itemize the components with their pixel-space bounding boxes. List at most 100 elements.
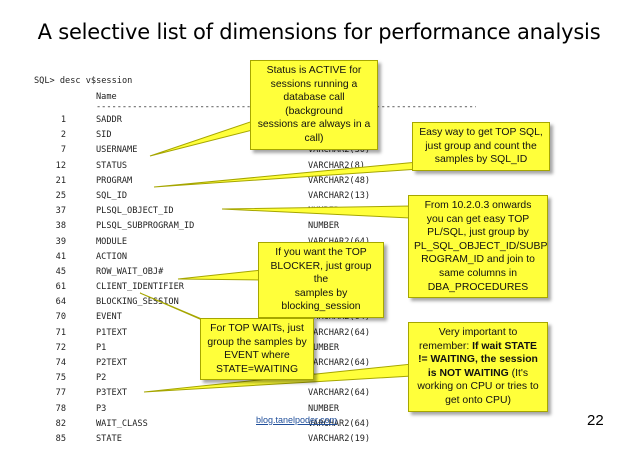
blocker-callout-line: samples by [294,287,348,299]
column-number: 37 [55,206,66,217]
column-name: STATE [96,433,122,444]
describe-row: 38 PLSQL_SUBPROGRAM_ID NUMBER [0,221,638,236]
state-callout-emphasis: If wait STATE [472,340,537,352]
column-type: VARCHAR2(64) [308,237,370,247]
status-callout-line: database call (background [283,92,345,117]
column-name: USERNAME [96,145,138,156]
column-type: VARCHAR2(64) [308,418,371,429]
state-callout-line: working on CPU or tries to [417,381,539,393]
column-number: 71 [55,327,66,338]
column-number: 2 [60,130,66,141]
column-type: NUMBER [308,221,340,232]
plsql-callout-line: From 10.2.0.3 onwards [424,200,532,211]
column-header-name: Name [96,92,117,102]
status-callout-line: call) [304,132,324,144]
sql-command: SQL> desc v$session [34,76,133,86]
state-callout-emphasis: is NOT WAITING [427,367,509,379]
state-callout-line: Very important to [438,327,518,338]
plsql-callout-line: same columns in [439,267,517,279]
column-name: PLSQL_OBJECT_ID [96,206,174,217]
blocker-callout-line: blocking_session [281,301,361,313]
plsql-callout: From 10.2.0.3 onwards you can get easy T… [408,195,548,299]
describe-row: 71 P1TEXT VARCHAR2(64) [0,328,638,343]
waits-callout-line: EVENT where [224,350,290,362]
state-callout-text: remember: [419,340,473,352]
status-callout-line: sessions running a [270,78,358,90]
column-type: VARCHAR2(64) [308,358,371,368]
column-name: ROW_WAIT_OBJ# [96,266,164,277]
column-name: MODULE [96,236,128,247]
column-number: 21 [55,175,66,186]
column-name: SADDR [96,115,122,125]
state-callout-emphasis: != WAITING, the session [418,354,538,366]
waits-callout-line: group the samples by [207,336,307,348]
column-number: 38 [55,221,66,232]
state-callout-line: get onto CPU) [445,394,511,406]
column-type: NUMBER [308,403,340,414]
column-name: STATUS [96,160,128,171]
column-number: 61 [55,282,66,293]
status-callout: Status is ACTIVE for sessions running a … [250,60,378,150]
sqlid-callout-line: samples by SQL_ID [434,154,528,166]
column-type: NUMBER [308,342,340,353]
column-name: BLOCKING_SESSION [96,297,179,308]
blocker-callout-line: If you want the TOP [275,247,367,258]
state-callout-text: (It's [508,367,529,379]
column-number: 78 [55,403,66,414]
footer-blog-link[interactable]: blog.tanelpoder.com [256,415,338,425]
column-number: 45 [55,266,66,277]
column-type: VARCHAR2(48) [308,175,371,186]
column-number: 74 [55,358,66,368]
column-name: P1TEXT [96,327,128,338]
waits-callout-line: STATE=WAITING [215,363,299,375]
column-name: P2 [96,373,107,384]
state-callout-line: remember: If wait STATE [414,340,542,354]
waits-callout-line: For TOP WAITs, just [210,323,304,334]
state-callout: Very important to remember: If wait STAT… [408,322,548,412]
plsql-callout-line: PL_SQL_OBJECT_ID/SUBP [414,240,548,252]
column-name: SQL_ID [96,190,128,201]
column-type: VARCHAR2(64) [308,388,371,399]
describe-row: 74 P2TEXT VARCHAR2(64) [0,358,638,373]
state-callout-line: != WAITING, the session [414,353,542,367]
waits-callout: For TOP WAITs, just group the samples by… [200,318,314,381]
column-number: 41 [55,251,66,262]
column-type: VARCHAR2(13) [308,190,371,201]
column-name: P3TEXT [96,388,128,399]
column-name: PLSQL_SUBPROGRAM_ID [96,221,195,232]
blocker-callout-line: BLOCKER, just group the [270,260,372,286]
column-number: 70 [55,312,66,323]
column-type: NUMBER [308,206,340,217]
column-number: 75 [55,373,66,384]
sqlid-callout-line: just group and count the [425,140,537,152]
column-number: 12 [55,160,66,171]
column-name: WAIT_CLASS [96,418,148,429]
column-name: P2TEXT [96,358,128,368]
describe-row: 2 SID [0,130,638,145]
column-type: VARCHAR2(8) [308,160,365,171]
column-name: P1 [96,342,107,353]
column-name: CLIENT_IDENTIFIER [96,282,184,293]
column-number: 85 [55,433,66,444]
state-callout-line: is NOT WAITING (It's [414,367,542,381]
column-name: SID [96,130,112,141]
slide-title: A selective list of dimensions for perfo… [37,20,601,44]
describe-row: 39 MODULE VARCHAR2(64) [0,237,638,252]
plsql-callout-line: DBA_PROCEDURES [427,281,529,293]
column-number: 25 [55,190,66,201]
column-number: 82 [55,418,66,429]
plsql-callout-line: you can get easy TOP [426,213,530,225]
column-type: VARCHAR2(30) [308,145,371,156]
describe-row: 82 WAIT_CLASS VARCHAR2(64) [0,419,638,434]
page-number: 22 [587,412,604,429]
plsql-callout-line: PL/SQL, just group by [427,227,529,239]
column-number: 39 [55,236,66,247]
column-type: VARCHAR2(64) [308,327,371,338]
column-name: ACTION [96,251,128,262]
sqlid-callout: Easy way to get TOP SQL, just group and … [412,122,550,171]
